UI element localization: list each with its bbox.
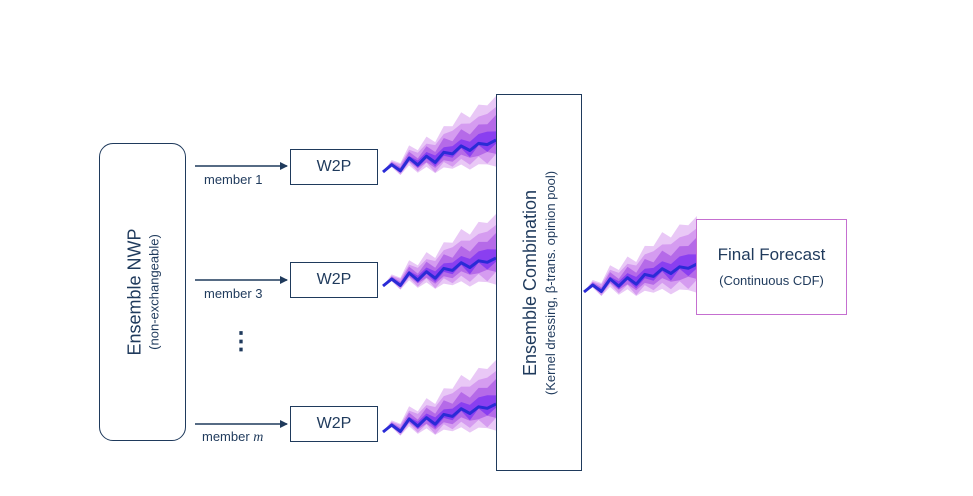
fan-member-m-band-4	[383, 395, 496, 433]
w2p-box-3: W2P	[290, 262, 378, 298]
member-label-3-prefix: member	[204, 286, 256, 301]
member-label-3-index: 3	[255, 286, 263, 301]
fan-member-1-band-4	[383, 131, 496, 173]
vertical-ellipsis: ⋮	[229, 328, 253, 355]
final-forecast-title: Final Forecast	[717, 245, 826, 264]
member-label-3: member 3	[204, 286, 263, 301]
ensemble-combination-box: Ensemble Combination (Kernel dressing, β…	[496, 94, 582, 471]
fan-final-band-4	[584, 254, 697, 293]
member-label-m-index: m	[253, 430, 264, 445]
fan-member-1	[382, 96, 497, 175]
w2p-label-m: W2P	[316, 415, 352, 432]
fan-member-3	[382, 214, 497, 290]
member-label-1: member 1	[204, 172, 263, 187]
w2p-label-3: W2P	[316, 271, 352, 288]
final-forecast-subtitle: (Continuous CDF)	[719, 273, 824, 288]
w2p-box-m: W2P	[290, 406, 378, 442]
forecast-fans	[382, 96, 698, 436]
fan-final-median-line	[583, 262, 698, 294]
ensemble-combination-label: Ensemble Combination (Kernel dressing, β…	[518, 170, 560, 394]
ensemble-combination-subtitle: (Kernel dressing, β-trans. opinion pool)	[543, 170, 558, 395]
fan-member-m-median-line	[382, 402, 497, 434]
member-label-m-prefix: member	[202, 429, 254, 444]
member-label-1-index: 1	[255, 172, 263, 187]
member-label-1-prefix: member	[204, 172, 256, 187]
fan-final	[583, 216, 698, 296]
w2p-box-1: W2P	[290, 149, 378, 185]
fan-member-1-median-line	[382, 138, 497, 174]
ensemble-nwp-box: Ensemble NWP (non-exchangeable)	[99, 143, 186, 441]
ensemble-combination-title: Ensemble Combination	[520, 189, 540, 376]
fan-member-3-median-line	[382, 256, 497, 288]
member-label-m: member m	[202, 429, 263, 446]
fan-member-m	[382, 360, 497, 436]
fan-member-3-band-4	[383, 249, 496, 287]
final-forecast-box: Final Forecast (Continuous CDF)	[696, 219, 847, 315]
w2p-label-1: W2P	[316, 158, 352, 175]
